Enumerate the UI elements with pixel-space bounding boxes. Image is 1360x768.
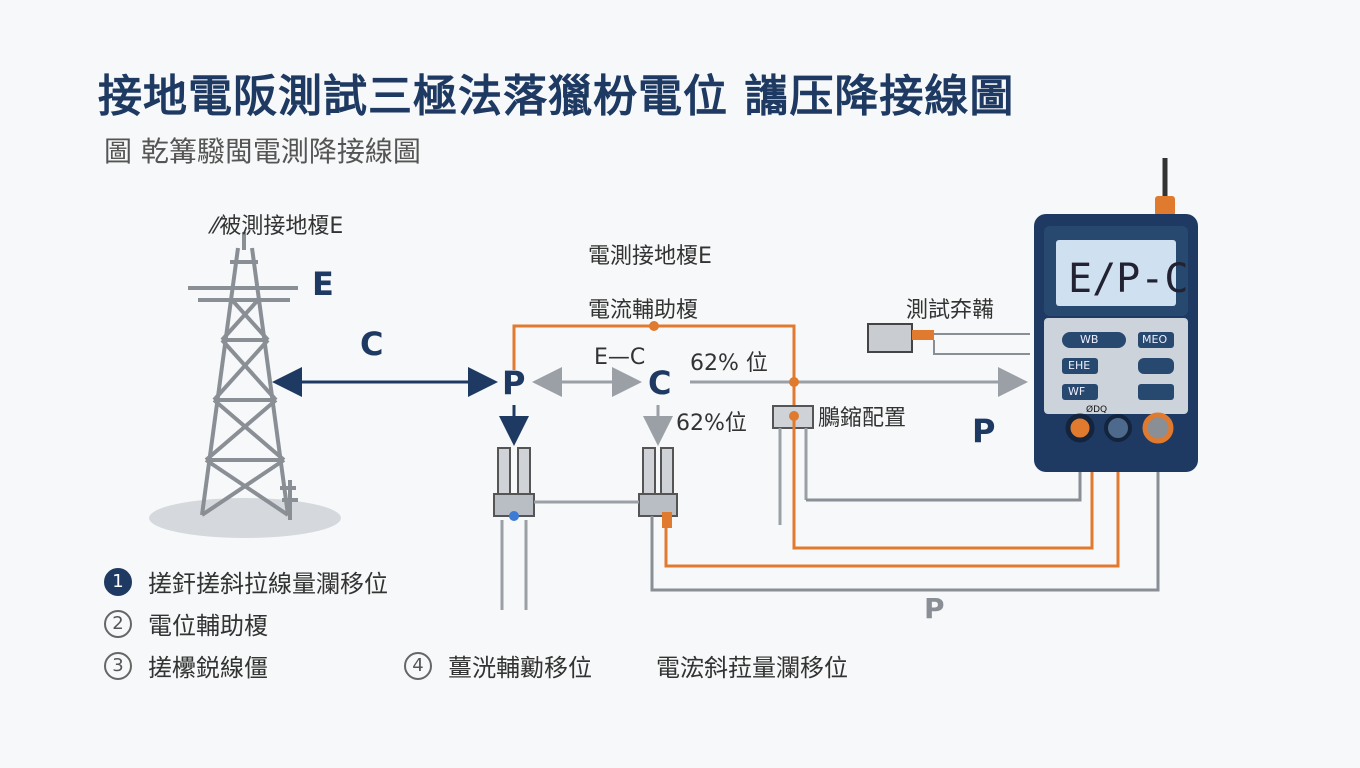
page-subtitle: 圖 乾篝驋閩電測降接線圖 — [104, 135, 421, 168]
meter-button-ehe[interactable]: EHE — [1068, 359, 1091, 372]
legend-number-badge: 4 — [404, 651, 432, 680]
test-cable-label: 測試㚏韛 — [906, 298, 995, 323]
electrode-p-icon — [493, 447, 535, 610]
legend-text: 薑洸輔勷移位 — [448, 654, 592, 682]
legend-text: 電浤斜菈量瀾移位 — [656, 654, 848, 682]
meter-jack-label: ØDQ — [1086, 405, 1108, 415]
c-mid-letter: C — [648, 364, 672, 402]
p-left-letter: P — [502, 364, 526, 402]
current-aux-label: 電流輔助榎 — [588, 298, 699, 323]
earth-tester-meter-icon — [1034, 158, 1198, 472]
legend-item-4: 4 薑洸輔勷移位 — [404, 648, 592, 683]
legend-text: 電位輔助榎 — [148, 612, 268, 640]
p-right-letter: P — [972, 412, 996, 450]
test-probe-icon — [867, 323, 1030, 355]
clamp-label: 鵩鏥配置 — [818, 406, 907, 431]
tower-ground-shadow — [149, 498, 341, 538]
legend-number-badge: 1 — [104, 567, 132, 596]
ec-label: E—C — [594, 345, 646, 370]
orange-wire-c-to-meter — [664, 428, 1120, 568]
meter-button-wb[interactable]: WB — [1080, 333, 1099, 346]
meter-display: E/P-C — [1068, 256, 1189, 302]
clamp-icon — [772, 405, 814, 525]
legend-item-5: 電浤斜菈量瀾移位 — [656, 648, 848, 683]
legend-text: 搓欙鋭線僵 — [148, 654, 268, 682]
p-bottom-letter: P — [924, 592, 945, 625]
legend-item-1: 1 搓釬搓斜拉線量瀾移位 — [104, 564, 388, 599]
tower-e-letter: E — [312, 265, 334, 303]
tower-label: ⁄⁄被測接地榎E — [212, 214, 344, 239]
legend-text: 搓釬搓斜拉線量瀾移位 — [148, 570, 388, 598]
tower-c-letter: C — [360, 325, 384, 363]
legend-item-3: 3 搓欙鋭線僵 — [104, 648, 268, 683]
electrode-c-icon — [638, 447, 678, 528]
meter-button-meo[interactable]: MEO — [1142, 333, 1168, 346]
legend-number-badge: 3 — [104, 651, 132, 680]
electrode-e-label: 電測接地榎E — [588, 244, 712, 269]
orange-wire-to-meter — [792, 420, 1094, 550]
page-title: 接地電阪測試三極法落獵枌電位 讗压降接線圖 — [98, 71, 1015, 122]
pct-bottom-label: 62%位 — [676, 411, 747, 436]
transmission-tower-icon — [188, 232, 298, 520]
legend-number-badge: 2 — [104, 609, 132, 638]
pct-top-label: 62% 位 — [690, 351, 768, 376]
gray-wire-bottom-to-meter — [650, 428, 1160, 592]
legend-item-2: 2 電位輔助榎 — [104, 606, 268, 641]
meter-button-wf[interactable]: WF — [1068, 385, 1086, 398]
